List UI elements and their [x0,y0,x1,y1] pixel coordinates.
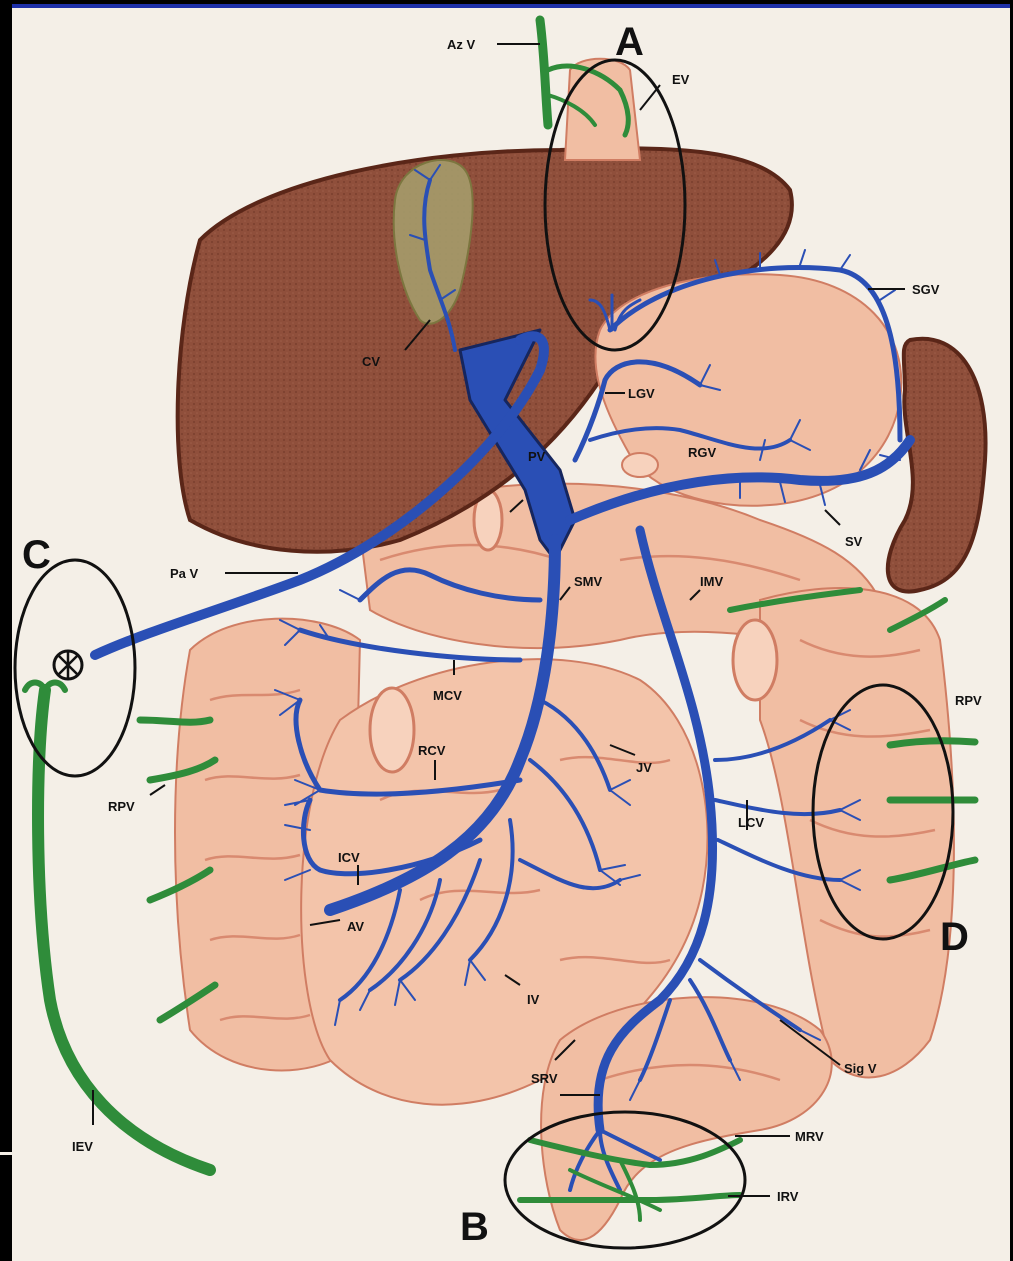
rpv-right-vessel-1 [890,741,975,745]
label-pv: PV [528,449,546,464]
top-border [12,4,1010,8]
label-rpv-right: RPV [955,693,982,708]
region-d-label: D [940,915,969,959]
descending-colon-cut [733,620,777,700]
label-rcv: RCV [418,743,446,758]
label-iev: IEV [72,1139,93,1154]
label-sgv: SGV [912,282,940,297]
label-iv: IV [527,992,540,1007]
label-av: AV [347,919,364,934]
umbilicus-icon [54,651,82,679]
label-imv: IMV [700,574,723,589]
region-b-label: B [460,1205,489,1249]
label-mcv: MCV [433,688,462,703]
label-rpv-left: RPV [108,799,135,814]
label-srv: SRV [531,1071,558,1086]
label-cv: CV [362,354,380,369]
label-pa-v: Pa V [170,566,199,581]
label-irv: IRV [777,1189,799,1204]
label-mrv: MRV [795,1129,824,1144]
label-az-v: Az V [447,37,476,52]
label-sv: SV [845,534,863,549]
left-edge-mark [0,1152,12,1155]
region-c-label: C [22,533,51,577]
region-a-label: A [615,20,644,64]
label-ev: EV [672,72,690,87]
ascending-colon-cut [370,688,414,772]
label-lgv: LGV [628,386,655,401]
label-jv: JV [636,760,652,775]
label-lcv: LCV [738,815,764,830]
label-smv: SMV [574,574,603,589]
pylorus [622,453,658,477]
label-sig-v: Sig V [844,1061,877,1076]
label-rgv: RGV [688,445,717,460]
label-icv: ICV [338,850,360,865]
rpv-left-vessel-1 [140,720,210,722]
